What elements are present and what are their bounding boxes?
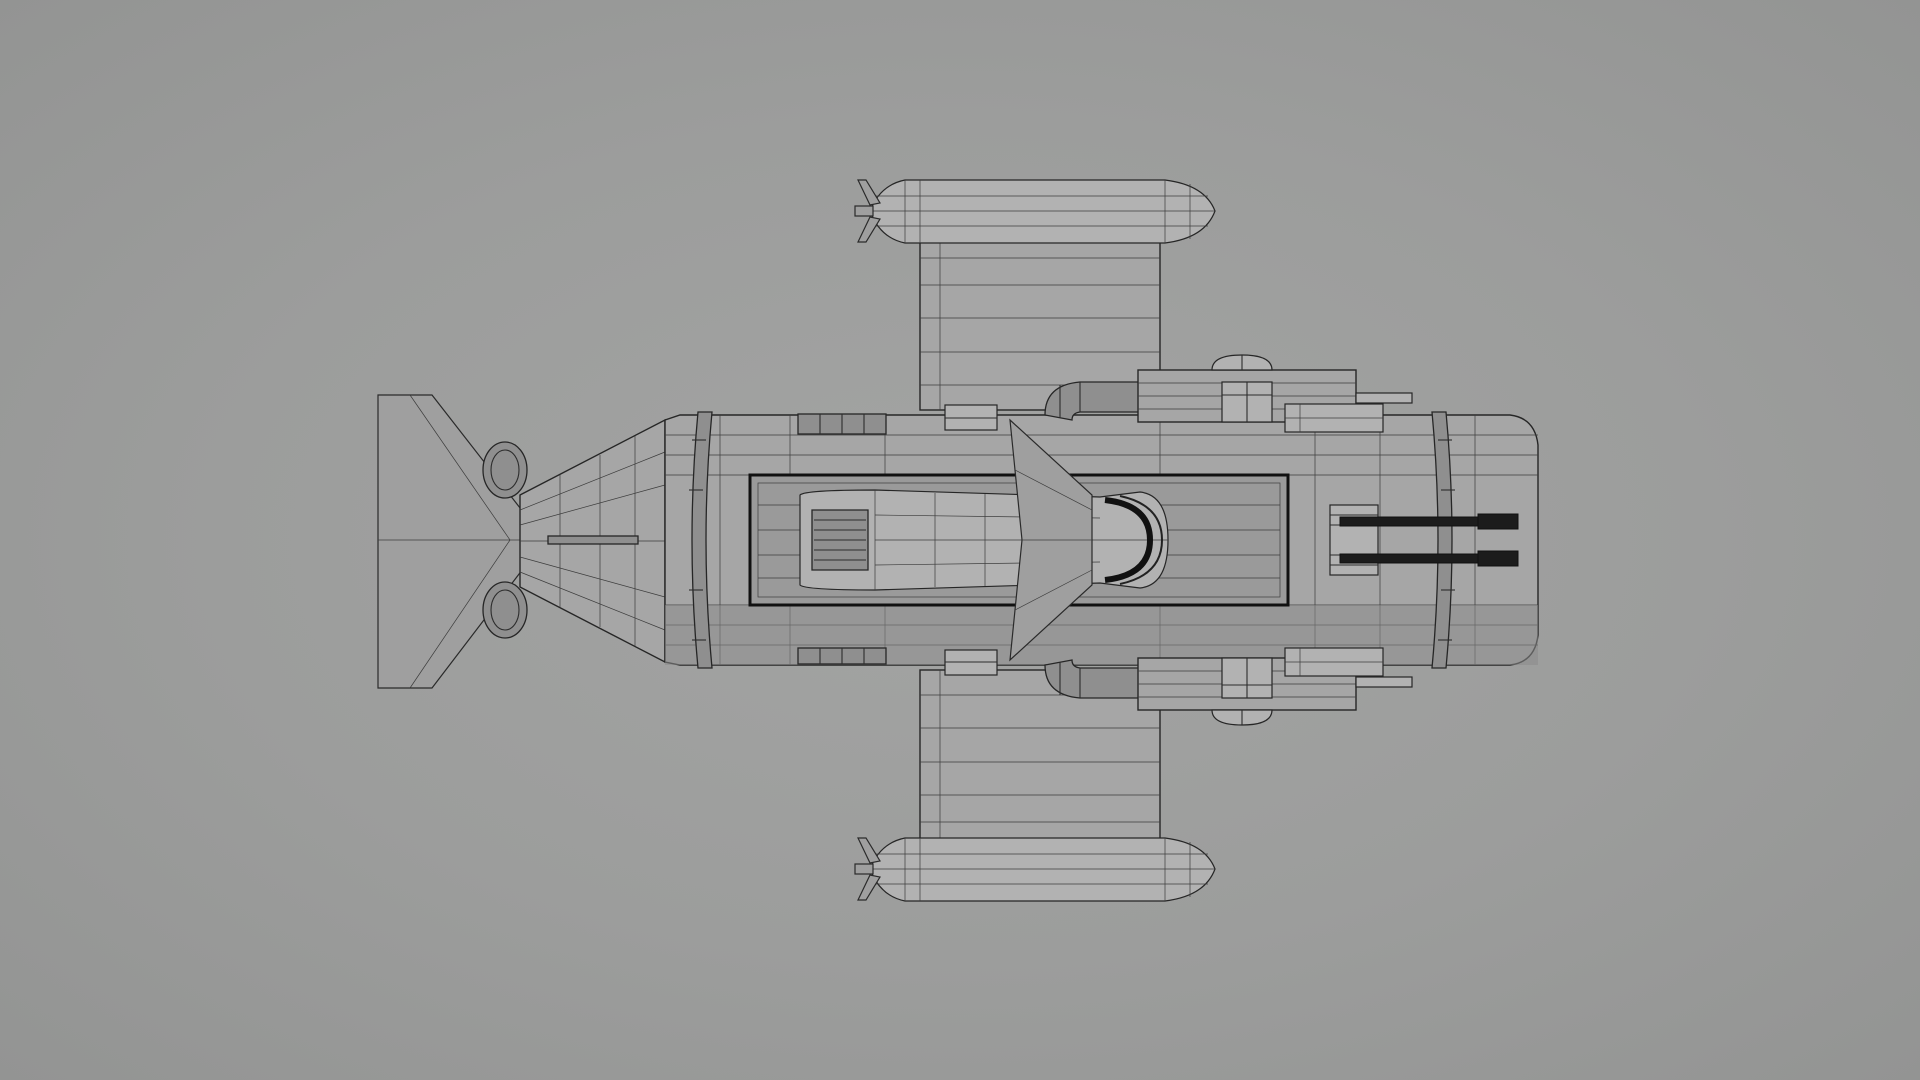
lower-gun-pod (1044, 647, 1413, 726)
top-missile-pod (854, 179, 1216, 244)
rear-cone (519, 418, 666, 664)
bottom-missile-pod (854, 837, 1216, 902)
hull-ring-rear (689, 411, 713, 669)
upper-gun-pod (1044, 354, 1413, 433)
side-vents (797, 404, 998, 676)
dorsal-fin (1009, 418, 1093, 662)
nose-cannons (1329, 504, 1519, 576)
engine-nozzles (482, 441, 528, 639)
cockpit-canopy (799, 489, 1169, 591)
top-wing (919, 239, 1161, 411)
hull-ring-front (1431, 411, 1455, 669)
